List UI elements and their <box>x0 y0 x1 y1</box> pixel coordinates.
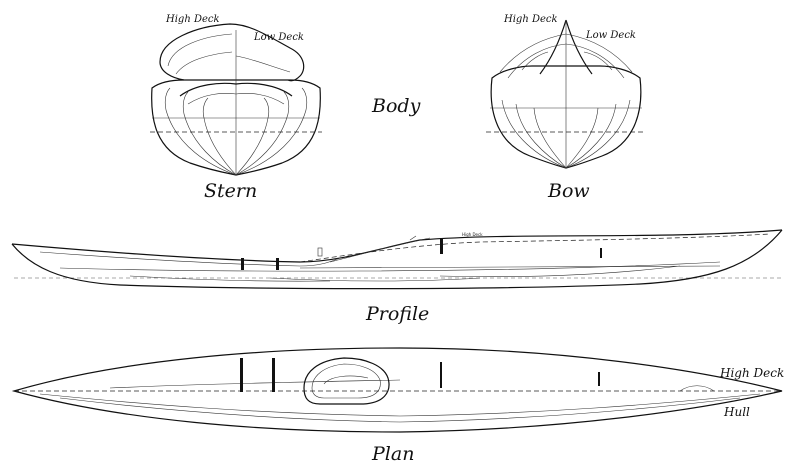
bow-high-deck-label: High Deck <box>503 14 558 25</box>
bow-low-deck-label: Low Deck <box>585 30 636 41</box>
profile-high-deck-label: High Deck <box>462 232 483 237</box>
bow-body-view <box>486 19 646 169</box>
profile-view-title: Profile <box>365 303 429 325</box>
profile-view <box>11 229 784 290</box>
stern-label: Stern <box>204 180 257 202</box>
plan-view-title: Plan <box>371 443 414 465</box>
bow-label: Bow <box>547 180 590 202</box>
stern-low-deck-label: Low Deck <box>253 32 304 43</box>
stern-high-deck-label: High Deck <box>165 14 220 25</box>
plan-high-deck-label: High Deck <box>719 366 784 380</box>
stern-body-view <box>150 23 322 176</box>
body-view-title: Body <box>371 95 421 117</box>
plan-view <box>11 347 783 433</box>
plan-hull-label: Hull <box>723 405 750 419</box>
